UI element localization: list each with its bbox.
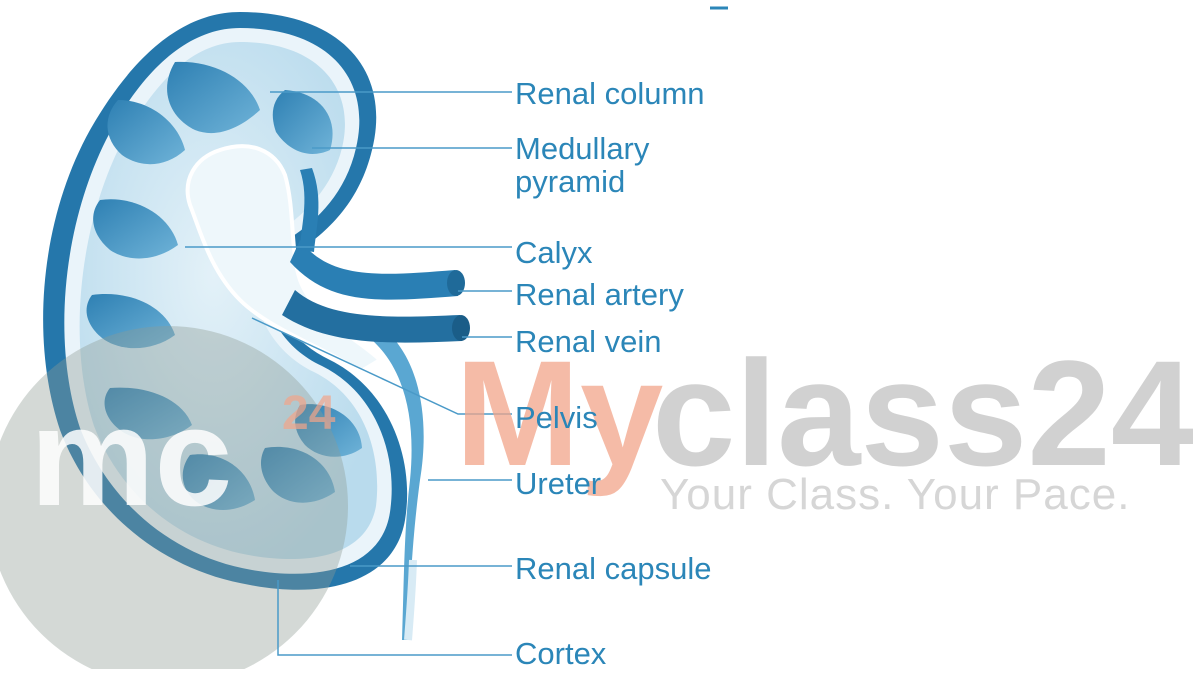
renal-artery-shape [290,240,458,300]
label-renal-capsule: Renal capsule [515,553,711,585]
watermark-brand-rest: class24 [652,338,1193,488]
label-renal-column: Renal column [515,78,705,110]
label-cortex: Cortex [515,638,606,670]
watermark-badge-superscript: 24 [282,390,335,438]
label-renal-vein: Renal vein [515,326,661,358]
label-medullary-pyramid-line2: pyramid [515,166,625,198]
label-renal-artery: Renal artery [515,279,684,311]
label-pelvis: Pelvis [515,402,598,434]
label-medullary-pyramid-line1: Medullary [515,133,649,165]
label-ureter: Ureter [515,468,601,500]
watermark-tagline: Your Class. Your Pace. [660,470,1130,520]
label-calyx: Calyx [515,237,593,269]
watermark-badge-text: mc [30,382,232,532]
